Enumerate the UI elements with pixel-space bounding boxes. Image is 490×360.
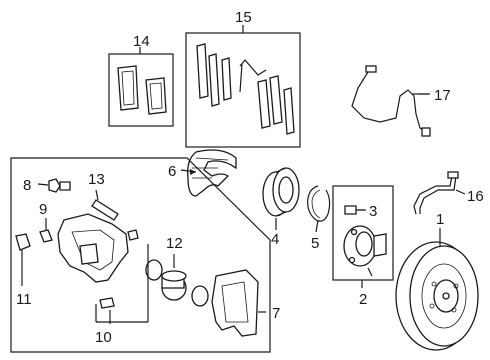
part-1-rotor xyxy=(395,228,479,351)
callout-16: 16 xyxy=(467,188,484,205)
part-14-pad-set-box xyxy=(108,47,174,127)
part-5-snap-ring xyxy=(307,185,331,233)
callout-4: 4 xyxy=(271,231,279,248)
part-6-dust-shield xyxy=(180,149,237,197)
callout-7: 7 xyxy=(272,305,280,322)
callout-13: 13 xyxy=(88,171,105,188)
callout-11: 11 xyxy=(16,291,32,308)
callout-labels: 1 2 3 4 5 6 7 8 9 10 11 12 13 14 15 16 1… xyxy=(16,9,484,346)
callout-6: 6 xyxy=(168,163,176,180)
callout-10: 10 xyxy=(95,329,112,346)
callout-2: 2 xyxy=(359,291,367,308)
callout-1: 1 xyxy=(436,211,444,228)
callout-12: 12 xyxy=(166,235,183,252)
callout-9: 9 xyxy=(39,201,47,218)
callout-leaders xyxy=(358,93,430,211)
callout-14: 14 xyxy=(133,33,150,50)
part-15-hardware-kit-box xyxy=(185,25,301,148)
callout-17: 17 xyxy=(434,87,451,104)
callout-8: 8 xyxy=(23,177,31,194)
callout-3: 3 xyxy=(369,203,377,220)
part-16-bracket xyxy=(413,171,466,215)
callout-15: 15 xyxy=(235,9,252,26)
part-2-hub-box xyxy=(332,185,394,288)
callout-5: 5 xyxy=(311,235,319,252)
caliper-assembly-box xyxy=(10,157,271,353)
part-17-brake-hose xyxy=(351,65,431,137)
part-4-wheel-bearing xyxy=(262,167,300,230)
